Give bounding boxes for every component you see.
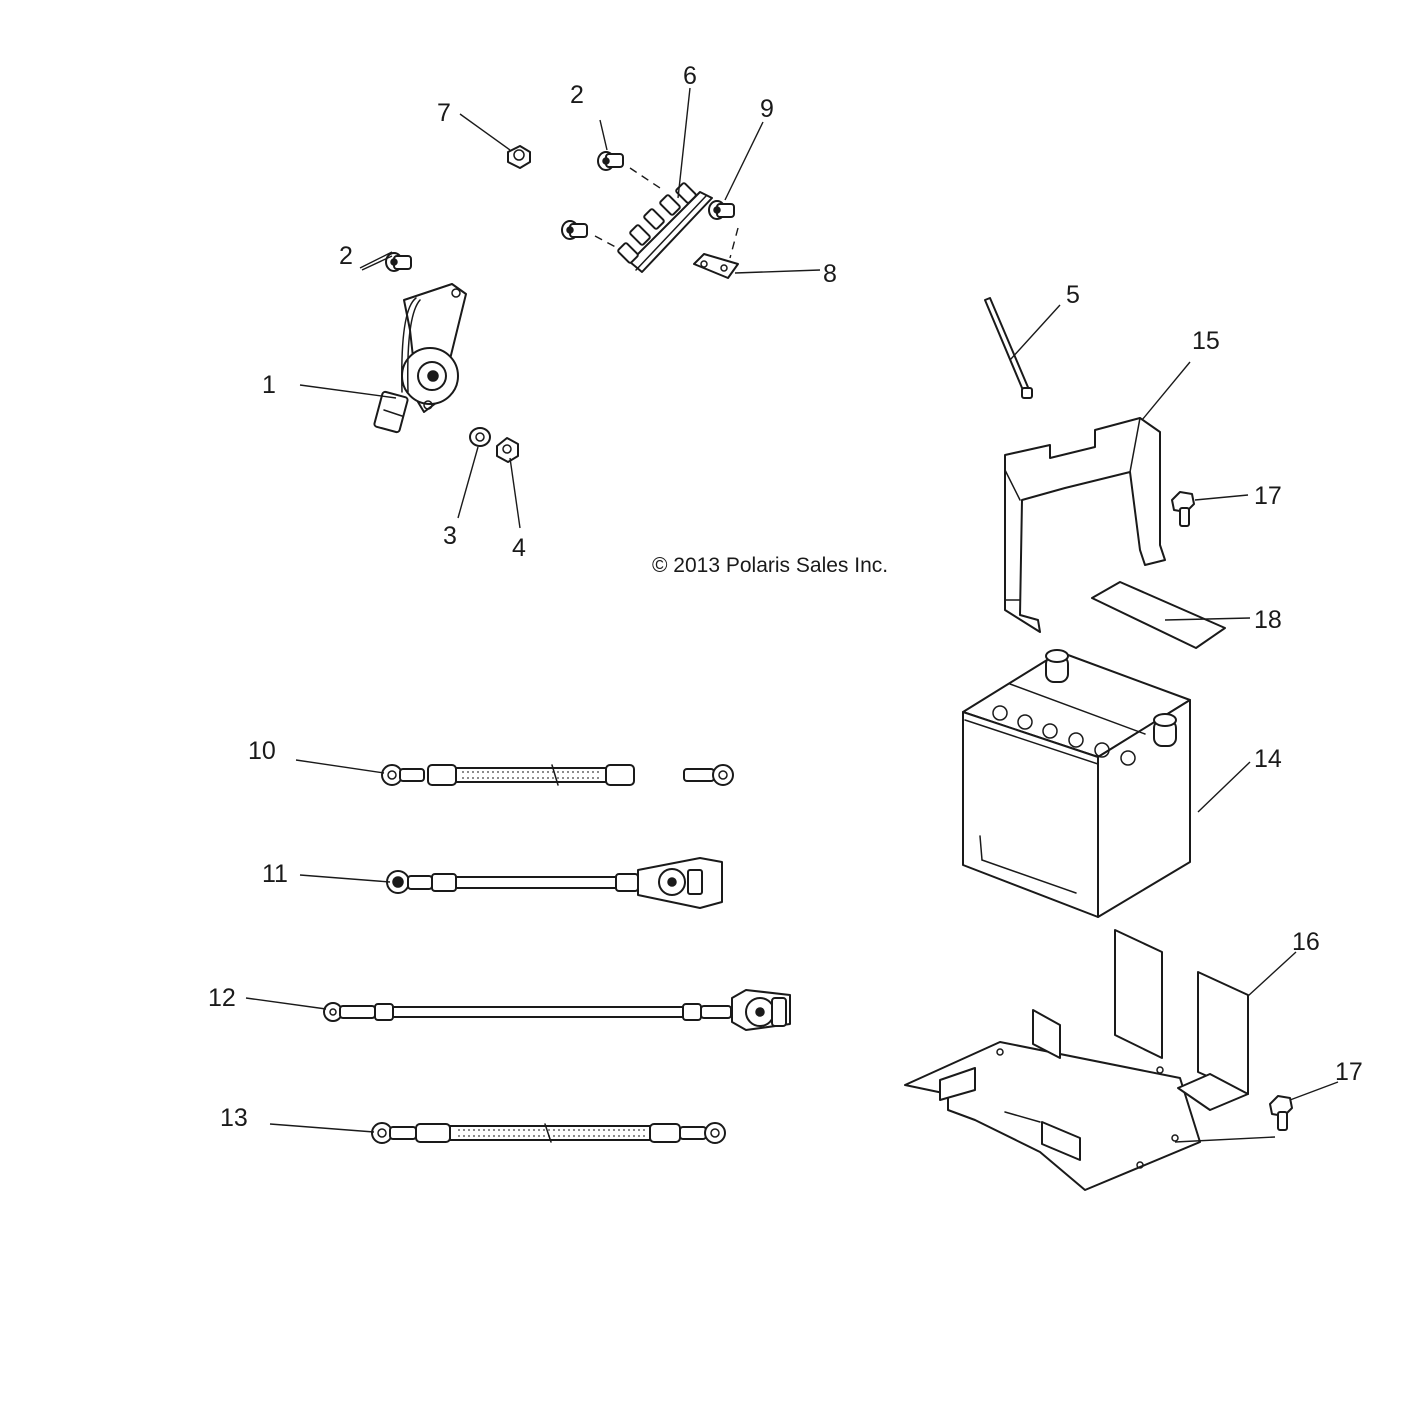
part-6-terminal-block [617,182,713,273]
callout-8: 8 [823,260,837,288]
callout-18: 18 [1254,606,1282,634]
callout-1: 1 [262,371,276,399]
part-5-cable-tie [984,297,1033,399]
part-14-battery [962,649,1191,918]
callout-17-upper: 17 [1254,482,1282,510]
callout-14: 14 [1254,745,1282,773]
callout-16: 16 [1292,928,1320,956]
callout-5: 5 [1066,281,1080,309]
part-2-screw-left [385,252,412,272]
callout-15: 15 [1192,327,1220,355]
callout-2-top: 2 [570,81,584,109]
part-13-cable [371,1122,726,1144]
callout-7: 7 [437,99,451,127]
callout-10: 10 [248,737,276,765]
callout-3: 3 [443,522,457,550]
part-12-cable [323,989,791,1031]
part-2-screw-top [597,151,624,171]
part-2-screw-lower [561,220,588,240]
part-15-battery-bracket [1004,417,1166,633]
part-8-clip [693,253,739,279]
copyright-notice: © 2013 Polaris Sales Inc. [652,554,888,577]
part-4-nut [496,437,519,463]
part-10-cable [381,764,734,786]
part-11-cable [386,857,723,909]
callout-2-left: 2 [339,242,353,270]
callout-17-lower: 17 [1335,1058,1363,1086]
part-3-washer [469,427,491,447]
callout-11: 11 [262,860,288,888]
callout-13: 13 [220,1104,248,1132]
callout-12: 12 [208,984,236,1012]
part-7-nut [507,145,531,169]
callout-6: 6 [683,62,697,90]
part-17-bolt-lower [1269,1095,1293,1131]
callout-4: 4 [512,534,526,562]
part-17-bolt-upper [1171,491,1195,527]
part-16-battery-tray [904,929,1249,1191]
part-18-pad [1091,581,1226,649]
callout-9: 9 [760,95,774,123]
part-9-screw [708,200,735,220]
part-1-solenoid [373,283,467,434]
